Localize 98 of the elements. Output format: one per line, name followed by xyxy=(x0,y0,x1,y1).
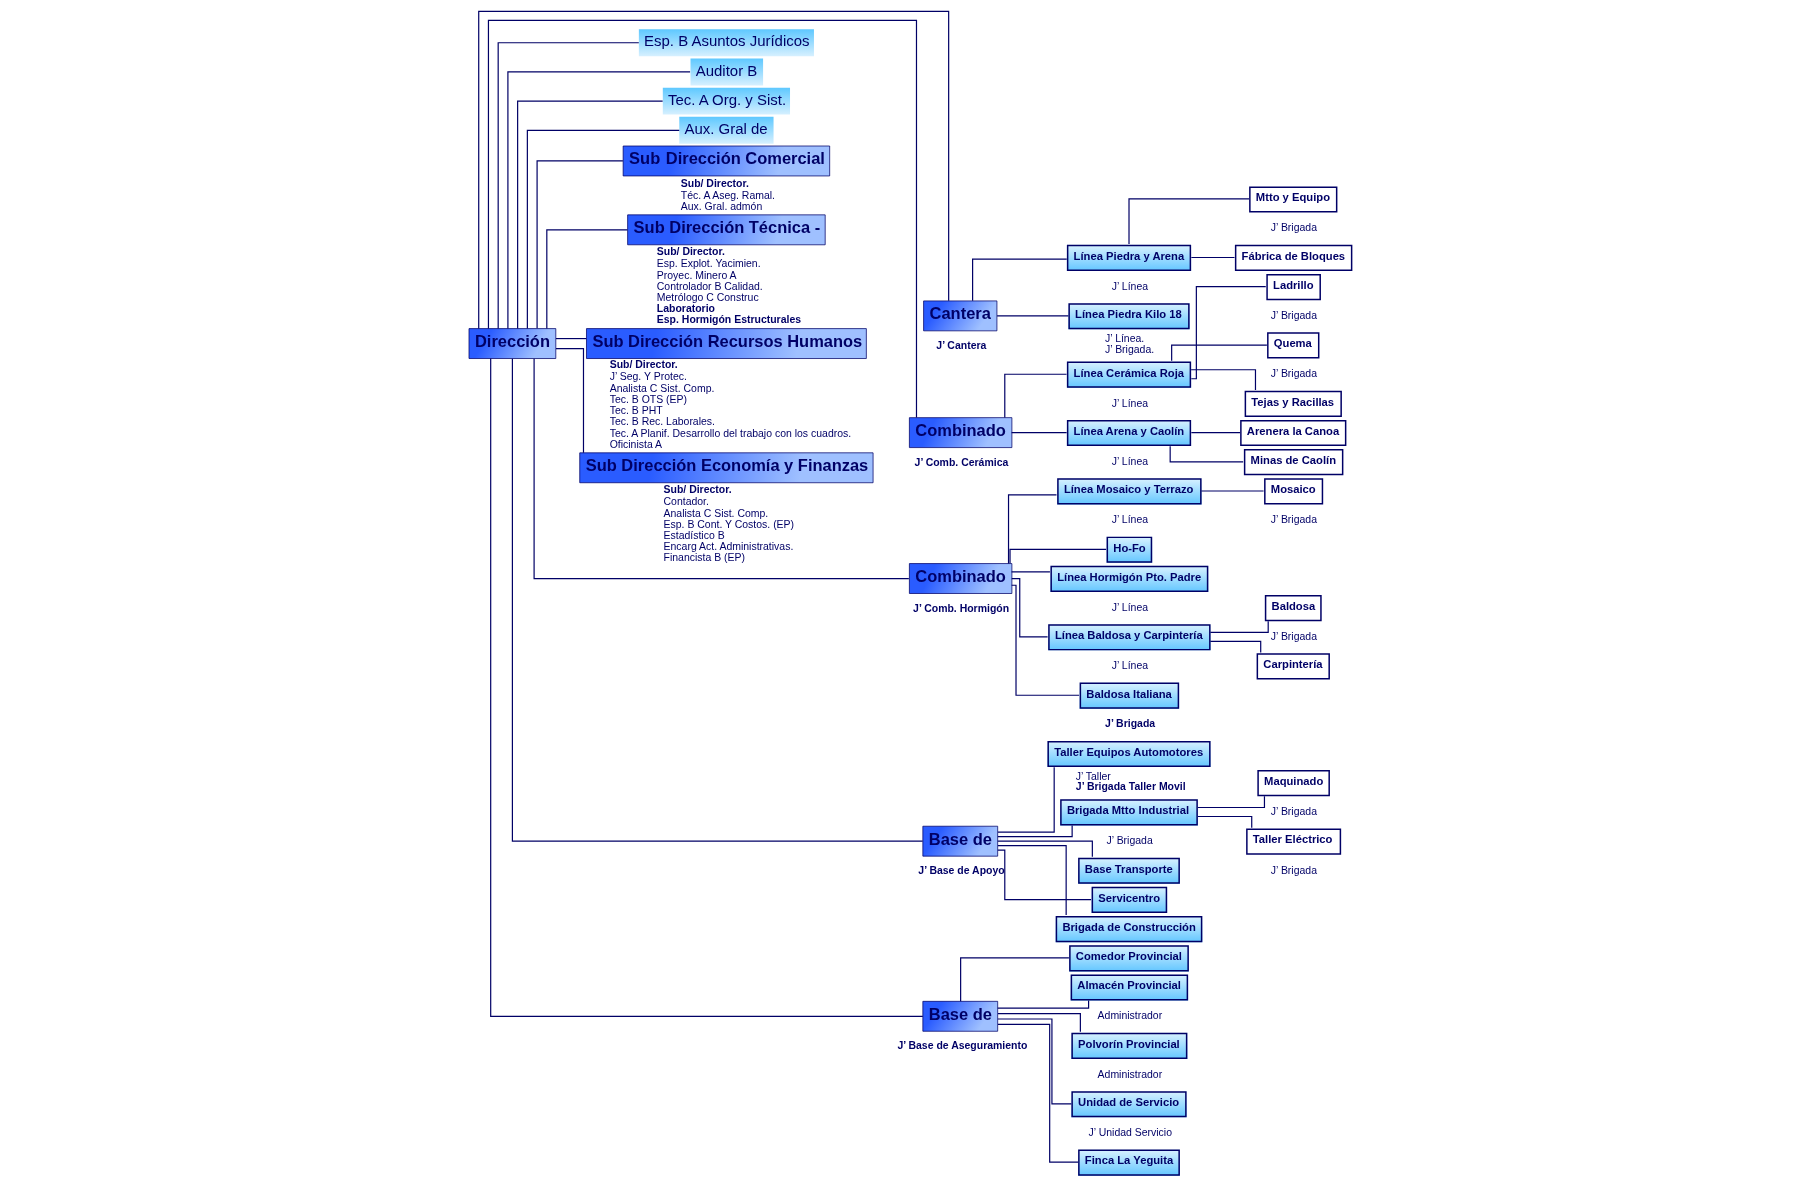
connector xyxy=(511,358,923,842)
node-label: Controlador B Calidad. xyxy=(656,280,763,292)
connector xyxy=(1190,432,1241,434)
node-label: Esp. B Cont. Y Costos. (EP) xyxy=(663,518,794,530)
node-label: Metrólogo C Construc xyxy=(656,292,759,304)
node-box: Aux. Gral de xyxy=(678,116,774,144)
connector xyxy=(1008,548,1107,564)
connector xyxy=(487,19,917,419)
node-label: Esp. Hormigón Estructurales xyxy=(656,313,801,325)
connector xyxy=(1169,445,1244,463)
node-label: Contador. xyxy=(663,496,709,508)
node-label: J’ Brigada xyxy=(1270,806,1317,818)
node-label: J’ Línea xyxy=(1111,280,1148,292)
node-label: J’ Taller xyxy=(1075,770,1111,782)
node-box: Tec. A Org. y Sist. xyxy=(662,87,790,115)
node-box: Esp. B Asuntos Jurídicos xyxy=(638,29,814,57)
connector xyxy=(1010,577,1048,638)
node-label: Tec. B PHT xyxy=(609,405,663,417)
node-label: Estadístico B xyxy=(663,530,725,542)
connector xyxy=(1010,432,1067,434)
node-label: J’ Línea xyxy=(1111,397,1148,409)
connector xyxy=(554,347,584,454)
connector xyxy=(506,71,691,330)
node-label: Esp. Explot. Yacimien. xyxy=(656,258,761,270)
connector xyxy=(971,258,1067,302)
connector xyxy=(1196,795,1265,809)
node-label: J’ Seg. Y Protec. xyxy=(609,371,687,383)
node-label: Administrador xyxy=(1097,1068,1162,1080)
node-label: J’ Brigada xyxy=(1106,835,1153,847)
node-label: J’ Línea. xyxy=(1104,333,1144,345)
connector xyxy=(959,957,1070,1002)
connector xyxy=(996,845,1067,916)
connector xyxy=(1190,286,1266,380)
connector xyxy=(545,229,628,330)
connector xyxy=(1209,620,1269,633)
node-label: J’ Brigada xyxy=(1270,864,1317,876)
node-label: J’ Línea xyxy=(1111,455,1148,467)
connector xyxy=(1200,490,1264,492)
node-label: J’ Línea xyxy=(1111,514,1148,526)
connector xyxy=(554,337,587,340)
node-label: J’ Brigada xyxy=(1270,368,1317,380)
node-label: J’ Cantera xyxy=(935,339,986,351)
node-label: Sub/ Director. xyxy=(663,484,732,496)
node-label: Proyec. Minero A xyxy=(656,269,737,281)
node-label: Sub/ Director. xyxy=(680,177,749,189)
connector xyxy=(996,824,1073,838)
node-label: J’ Línea xyxy=(1111,601,1148,613)
node-label: Aux. Gral. admón xyxy=(680,200,762,212)
connector xyxy=(1196,815,1252,829)
node-label: J’ Línea xyxy=(1111,660,1148,672)
connector xyxy=(996,849,1092,901)
node-label: J’ Brigada Taller Movil xyxy=(1075,781,1186,793)
connector xyxy=(497,42,639,330)
connector xyxy=(996,1013,1081,1033)
connector xyxy=(1003,373,1067,419)
node-label: Tec. B Rec. Laborales. xyxy=(609,416,715,428)
node-label: J’ Unidad Servicio xyxy=(1088,1127,1172,1139)
node-label: Sub/ Director. xyxy=(609,359,678,371)
node-label: Tec. A Planif. Desarrollo del trabajo con los cuadros. xyxy=(609,427,851,439)
connector xyxy=(1127,198,1250,245)
connector xyxy=(1170,344,1267,362)
connector xyxy=(1010,584,1080,696)
node-label: J’ Brigada xyxy=(1104,717,1155,729)
node-label: Laboratorio xyxy=(656,302,715,314)
connector xyxy=(1209,640,1261,654)
connector xyxy=(996,840,1093,858)
connector xyxy=(996,315,1069,317)
node-label: J’ Brigada. xyxy=(1104,344,1154,356)
connector xyxy=(996,1018,1072,1105)
connector xyxy=(536,160,623,329)
connector xyxy=(533,358,909,580)
node-label: J’ Comb. Hormigón xyxy=(912,602,1009,614)
node-label: Oficinista A xyxy=(609,438,662,450)
node-label: Téc. A Aseg. Ramal. xyxy=(680,189,775,201)
node-label: Sub/ Director. xyxy=(656,246,725,258)
node-label: J’ Brigada xyxy=(1270,514,1317,526)
node-label: Analista C Sist. Comp. xyxy=(609,382,714,394)
connector xyxy=(996,1000,1089,1009)
connector xyxy=(996,766,1055,833)
node-label: J’ Brigada xyxy=(1270,310,1317,322)
connector xyxy=(1007,494,1057,564)
node-label: J’ Base de Aseguramiento xyxy=(896,1040,1027,1052)
node-label: Administrador xyxy=(1097,1010,1162,1022)
node-label: Analista C Sist. Comp. xyxy=(663,507,768,519)
connector xyxy=(526,129,680,330)
connector xyxy=(489,357,923,1017)
node-label: J’ Brigada xyxy=(1270,222,1317,234)
node-label: Financista B (EP) xyxy=(663,552,745,564)
node-label: Encarg Act. Administrativas. xyxy=(663,541,793,553)
node-label: Tec. B OTS (EP) xyxy=(609,393,687,405)
connector xyxy=(516,100,663,329)
node-label: J’ Brigada xyxy=(1270,631,1317,643)
connector xyxy=(1010,571,1051,573)
connector xyxy=(996,1023,1079,1163)
node-label: J’ Comb. Cerámica xyxy=(914,456,1008,468)
connector xyxy=(1190,256,1235,259)
connector xyxy=(477,10,949,330)
node-box: Auditor B xyxy=(690,58,763,86)
